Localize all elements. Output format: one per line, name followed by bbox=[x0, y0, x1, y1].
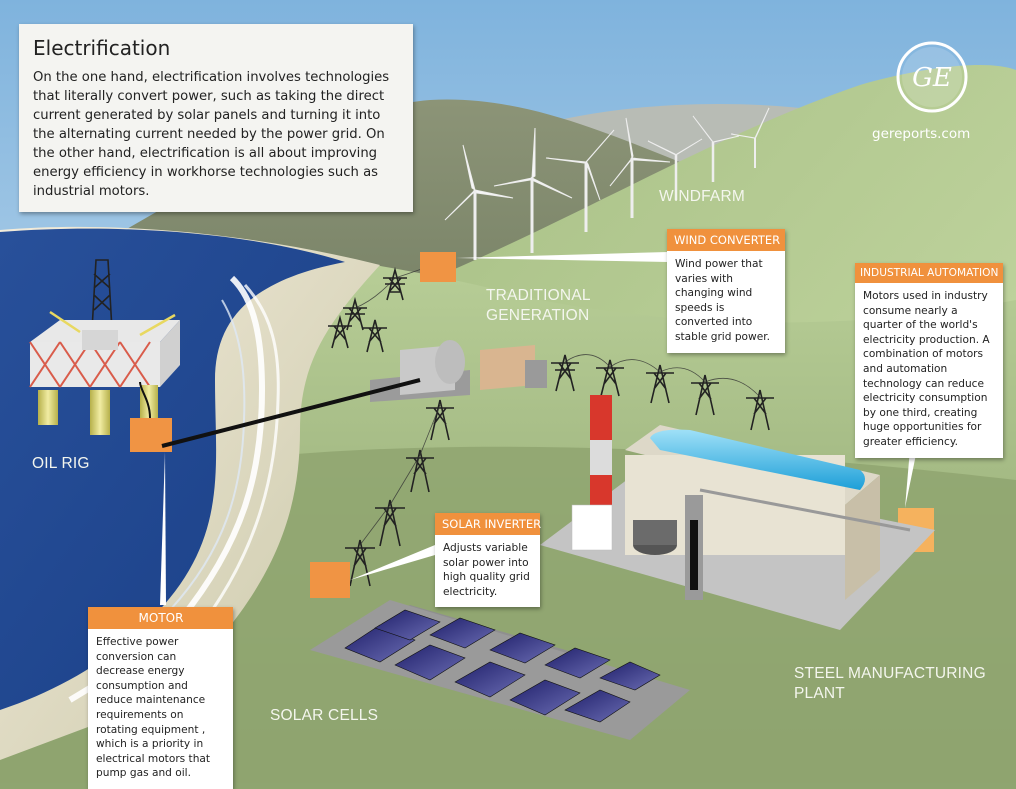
callout-solar-inverter: SOLAR INVERTER Adjusts variable solar po… bbox=[435, 513, 541, 608]
intro-body: On the one hand, electrification involve… bbox=[33, 70, 390, 199]
callout-industrial-automation: INDUSTRIAL AUTOMATION Motors used in ind… bbox=[855, 263, 1003, 458]
callout-motor: MOTOR Effective power conversion can dec… bbox=[88, 607, 233, 789]
callout-solar-inverter-title: SOLAR INVERTER bbox=[435, 513, 541, 535]
callout-wind-converter: WIND CONVERTER Wind power that varies wi… bbox=[667, 229, 785, 353]
label-windfarm: WINDFARM bbox=[659, 188, 745, 205]
callout-industrial-automation-title: INDUSTRIAL AUTOMATION bbox=[855, 263, 1003, 283]
callout-motor-title: MOTOR bbox=[88, 607, 233, 629]
label-traditional-generation-line1: TRADITIONAL bbox=[486, 287, 591, 304]
label-steel-plant-line2: PLANT bbox=[794, 685, 845, 702]
callout-wind-converter-body: Wind power that varies with changing win… bbox=[675, 258, 770, 343]
intro-title: Electrification bbox=[33, 36, 171, 60]
label-oil-rig: OIL RIG bbox=[32, 455, 90, 472]
callout-solar-inverter-body: Adjusts variable solar power into high q… bbox=[443, 542, 530, 598]
label-steel-plant-line1: STEEL MANUFACTURING bbox=[794, 665, 986, 682]
label-traditional-generation-line2: GENERATION bbox=[486, 307, 590, 324]
callout-motor-body: Effective power conversion can decrease … bbox=[96, 636, 211, 780]
intro-panel: Electrification On the one hand, electri… bbox=[19, 24, 413, 212]
callout-industrial-automation-body: Motors used in industry consume nearly a… bbox=[863, 290, 990, 448]
label-solar-cells: SOLAR CELLS bbox=[270, 707, 379, 724]
ge-monogram-icon: GE bbox=[895, 40, 969, 114]
callout-wind-converter-title: WIND CONVERTER bbox=[667, 229, 785, 251]
svg-text:GE: GE bbox=[912, 63, 952, 93]
site-link[interactable]: gereports.com bbox=[872, 126, 971, 142]
